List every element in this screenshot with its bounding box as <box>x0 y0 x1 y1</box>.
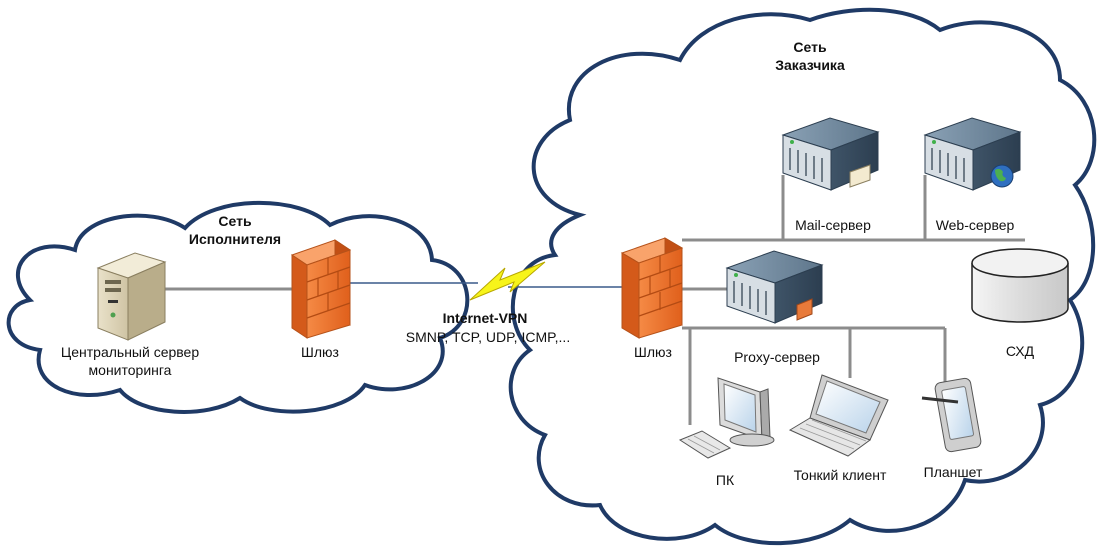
web-server-icon <box>923 117 1022 191</box>
monitoring-server-label: Центральный сервер мониторинга <box>60 344 200 378</box>
monitoring-server-icon <box>96 252 167 341</box>
vpn-lightning-icon <box>469 261 546 301</box>
right-cloud-title: Сеть Заказчика <box>775 39 845 73</box>
vpn-protocols: SMNP, TCP, UDP, ICMP,... <box>405 329 571 345</box>
web-server-label: Web-сервер <box>935 217 1015 233</box>
pc-icon <box>678 377 775 459</box>
storage-label: СХД <box>1005 343 1035 359</box>
thin-client-label: Тонкий клиент <box>793 467 887 483</box>
proxy-server-label: Proxy-сервер <box>734 349 820 365</box>
proxy-server-icon <box>725 250 824 324</box>
left-cloud-shape <box>6 200 470 414</box>
mail-server-label: Mail-сервер <box>795 217 871 233</box>
vpn-title: Internet-VPN <box>442 310 528 326</box>
pc-label: ПК <box>715 472 735 488</box>
left-cloud-title: Сеть Исполнителя <box>188 213 282 247</box>
storage-icon <box>971 248 1069 323</box>
thin-client-icon <box>788 374 889 457</box>
tablet-icon <box>921 377 982 453</box>
gateway-right-label: Шлюз <box>634 344 672 360</box>
tablet-label: Планшет <box>923 464 983 480</box>
gateway-left-label: Шлюз <box>301 344 339 360</box>
connection-wires <box>165 175 1025 425</box>
mail-server-icon <box>781 117 880 191</box>
firewall-left-icon <box>290 239 352 339</box>
firewall-right-icon <box>620 237 684 339</box>
